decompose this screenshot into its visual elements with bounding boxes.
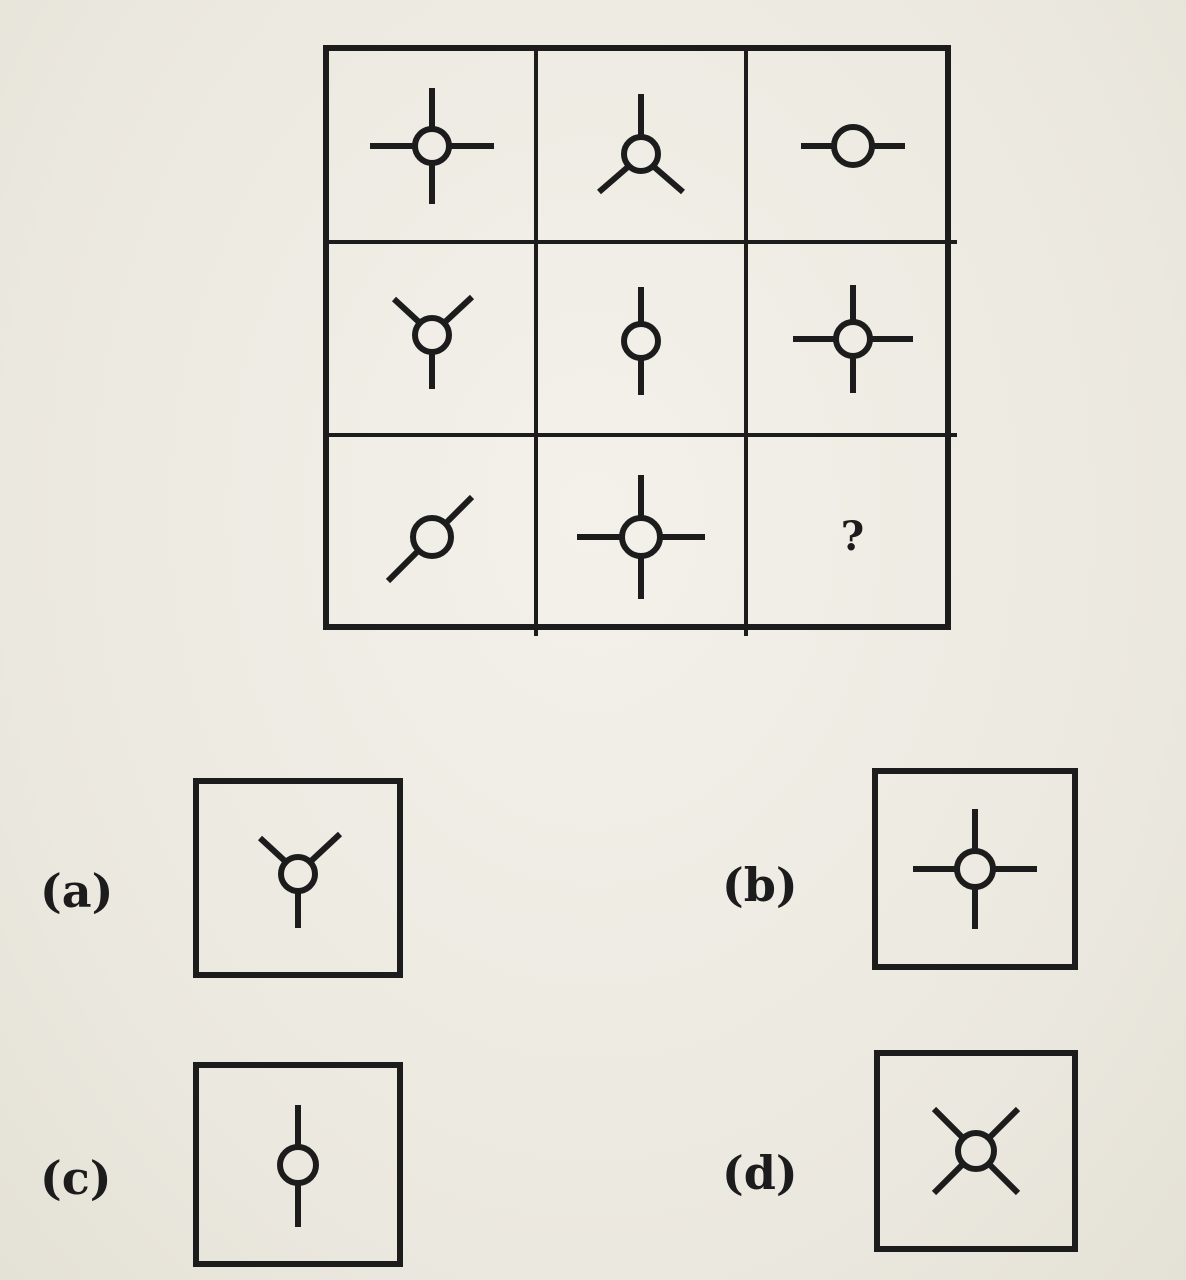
- option-b-label: (b): [722, 858, 798, 912]
- figure-matrix: ?: [323, 45, 957, 636]
- option-d-box[interactable]: [874, 1050, 1078, 1252]
- circle-3-spokes-y-icon: [257, 831, 343, 928]
- circle-2-spokes-diagonal-icon: [385, 494, 474, 583]
- option-a-box[interactable]: [193, 778, 403, 978]
- matrix-cell-r2c3: [748, 244, 957, 437]
- matrix-cell-r1c1: [329, 51, 538, 244]
- circle-2-spokes-vertical-icon: [277, 1104, 319, 1227]
- matrix-cell-r2c1: [329, 244, 538, 437]
- circle-4-spokes-icon: [792, 284, 913, 393]
- option-b-box[interactable]: [872, 768, 1078, 970]
- circle-2-spokes-horizontal-icon: [800, 123, 905, 168]
- matrix-cell-r2c2: [538, 244, 748, 437]
- option-a-label: (a): [40, 864, 114, 918]
- matrix-cell-r3c1: [329, 437, 538, 636]
- matrix-cell-r1c3: [748, 51, 957, 244]
- circle-3-spokes-y-inverted-icon: [597, 93, 685, 194]
- circle-4-spokes-icon: [913, 809, 1037, 929]
- circle-2-spokes-vertical-icon: [621, 286, 661, 395]
- matrix-cell-r1c2: [538, 51, 748, 244]
- option-d-label: (d): [722, 1146, 798, 1200]
- circle-4-spokes-icon: [577, 474, 705, 599]
- matrix-cell-r3c2: [538, 437, 748, 636]
- circle-4-spokes-x-icon: [931, 1106, 1021, 1196]
- circle-3-spokes-y-icon: [391, 294, 474, 389]
- circle-4-spokes-icon: [369, 87, 494, 204]
- matrix-cell-r3c3-missing: ?: [748, 437, 957, 636]
- option-c-label: (c): [40, 1151, 112, 1205]
- question-mark: ?: [840, 513, 865, 560]
- option-c-box[interactable]: [193, 1062, 403, 1267]
